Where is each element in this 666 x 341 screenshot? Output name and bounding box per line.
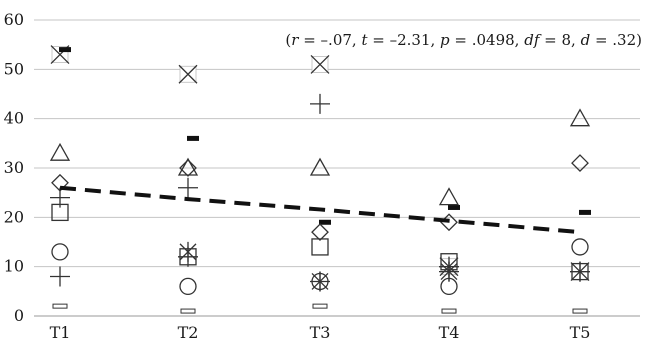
statistics-annotation: (r = –.07, t = –2.31, p = .0498, df = 8,… <box>285 31 642 49</box>
data-point-circle <box>179 277 197 296</box>
x-tick-label: T5 <box>570 323 591 341</box>
data-point-x-cross <box>178 64 198 84</box>
data-point-triangle <box>49 142 71 161</box>
data-point-dash-open <box>52 303 68 309</box>
grid-lines <box>34 19 640 317</box>
annotation-symbol: p <box>440 31 450 49</box>
data-point-triangle <box>438 187 460 206</box>
annotation-symbol: t <box>361 31 368 49</box>
data-point-circle <box>571 238 589 256</box>
x-axis-ticks: T1 T2 T3 T4 T5 <box>50 323 591 341</box>
x-tick-label: T2 <box>178 323 199 341</box>
annotation-value: = –2.31, <box>367 31 440 49</box>
data-point-triangle <box>309 157 331 176</box>
data-point-dash-open <box>180 308 196 314</box>
y-tick-label: 20 <box>4 207 24 226</box>
data-point-dash-open <box>572 308 588 314</box>
data-point-circle <box>51 243 69 261</box>
y-tick-label: 50 <box>4 59 24 78</box>
x-tick-label: T1 <box>50 323 71 341</box>
data-point-dash-filled <box>319 219 331 225</box>
data-point-plus <box>50 266 70 287</box>
data-point-diamond <box>571 154 589 172</box>
annotation-open: ( <box>285 31 291 49</box>
data-point-asterisk <box>440 261 458 282</box>
y-tick-label: 0 <box>14 306 24 325</box>
x-tick-label: T3 <box>310 323 331 341</box>
data-point-asterisk <box>179 241 197 262</box>
data-points <box>49 45 591 314</box>
data-point-plus <box>570 261 590 282</box>
data-point-dash-filled <box>448 204 460 210</box>
data-point-dash-open <box>441 308 457 314</box>
y-tick-label: 60 <box>4 10 24 29</box>
data-point-diamond <box>311 223 329 242</box>
y-tick-label: 10 <box>4 257 24 276</box>
data-point-dash-filled <box>579 209 591 215</box>
trendline <box>59 185 581 235</box>
data-point-plus <box>178 177 198 198</box>
data-point-x-cross <box>310 54 330 74</box>
annotation-value: = .32) <box>590 31 642 49</box>
x-tick-label: T4 <box>439 323 460 341</box>
y-tick-label: 40 <box>4 109 24 128</box>
data-point-square <box>311 238 329 256</box>
data-point-dash-open <box>312 303 328 309</box>
annotation-value: = –.07, <box>298 31 361 49</box>
trendline-path <box>59 185 581 235</box>
data-point-triangle <box>569 108 591 127</box>
annotation-symbol: r <box>291 31 299 49</box>
annotation-symbol: df <box>524 31 542 49</box>
data-point-dash-filled <box>59 47 71 53</box>
data-point-diamond <box>179 159 197 177</box>
annotation-value: = .0498, <box>450 31 525 49</box>
annotation-value: = 8, <box>539 31 580 49</box>
data-point-plus <box>310 93 330 114</box>
data-point-triangle <box>177 157 199 176</box>
data-point-asterisk <box>311 271 329 292</box>
data-point-dash-filled <box>187 135 199 141</box>
annotation-symbol: d <box>581 31 591 49</box>
data-point-square <box>51 203 69 222</box>
y-axis-ticks: 0 10 20 30 40 50 60 <box>4 10 24 325</box>
y-tick-label: 30 <box>4 158 24 177</box>
